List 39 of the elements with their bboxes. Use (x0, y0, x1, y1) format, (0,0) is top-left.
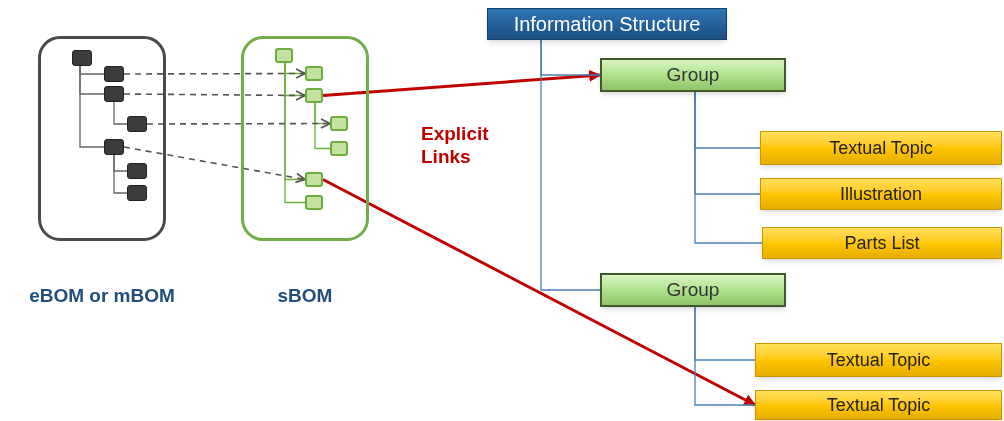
arrow (322, 178, 757, 407)
structure-box: Information Structure (487, 8, 727, 40)
arrow (146, 118, 331, 129)
topic-box: Parts List (762, 227, 1002, 259)
topic-box: Textual Topic (755, 343, 1002, 377)
tree-connector (79, 65, 105, 148)
tree-item-square (72, 50, 92, 66)
tree-item-square (275, 48, 293, 63)
tree-item-square (104, 66, 124, 82)
tree-connector (694, 306, 756, 406)
tree-connector (694, 91, 763, 244)
arrow (322, 69, 602, 97)
topic-box: Textual Topic (760, 131, 1002, 165)
tree-item-square (305, 172, 323, 187)
tree-item-square (305, 195, 323, 210)
group-box: Group (600, 273, 786, 307)
topic-box: Illustration (760, 178, 1002, 210)
tree-item-square (127, 163, 147, 179)
tree-item-square (330, 141, 348, 156)
tree-connector (113, 154, 128, 194)
tree-item-square (104, 139, 124, 155)
arrow (123, 68, 306, 79)
panel-heading: eBOM or mBOM (29, 284, 175, 308)
tree-connector (284, 62, 306, 204)
link-note: Explicit Links (421, 122, 490, 168)
arrow (123, 146, 306, 184)
tree-item-square (127, 116, 147, 132)
tree-connector (314, 102, 331, 150)
arrow (123, 90, 306, 101)
tree-item-square (305, 88, 323, 103)
tree-item-square (305, 66, 323, 81)
tree-connector (113, 101, 128, 125)
tree-item-square (330, 116, 348, 131)
tree-item-square (104, 86, 124, 102)
tree-connector (540, 39, 601, 291)
tree-item-square (127, 185, 147, 201)
group-box: Group (600, 58, 786, 92)
topic-box: Textual Topic (755, 390, 1002, 420)
panel-heading: sBOM (277, 284, 333, 308)
